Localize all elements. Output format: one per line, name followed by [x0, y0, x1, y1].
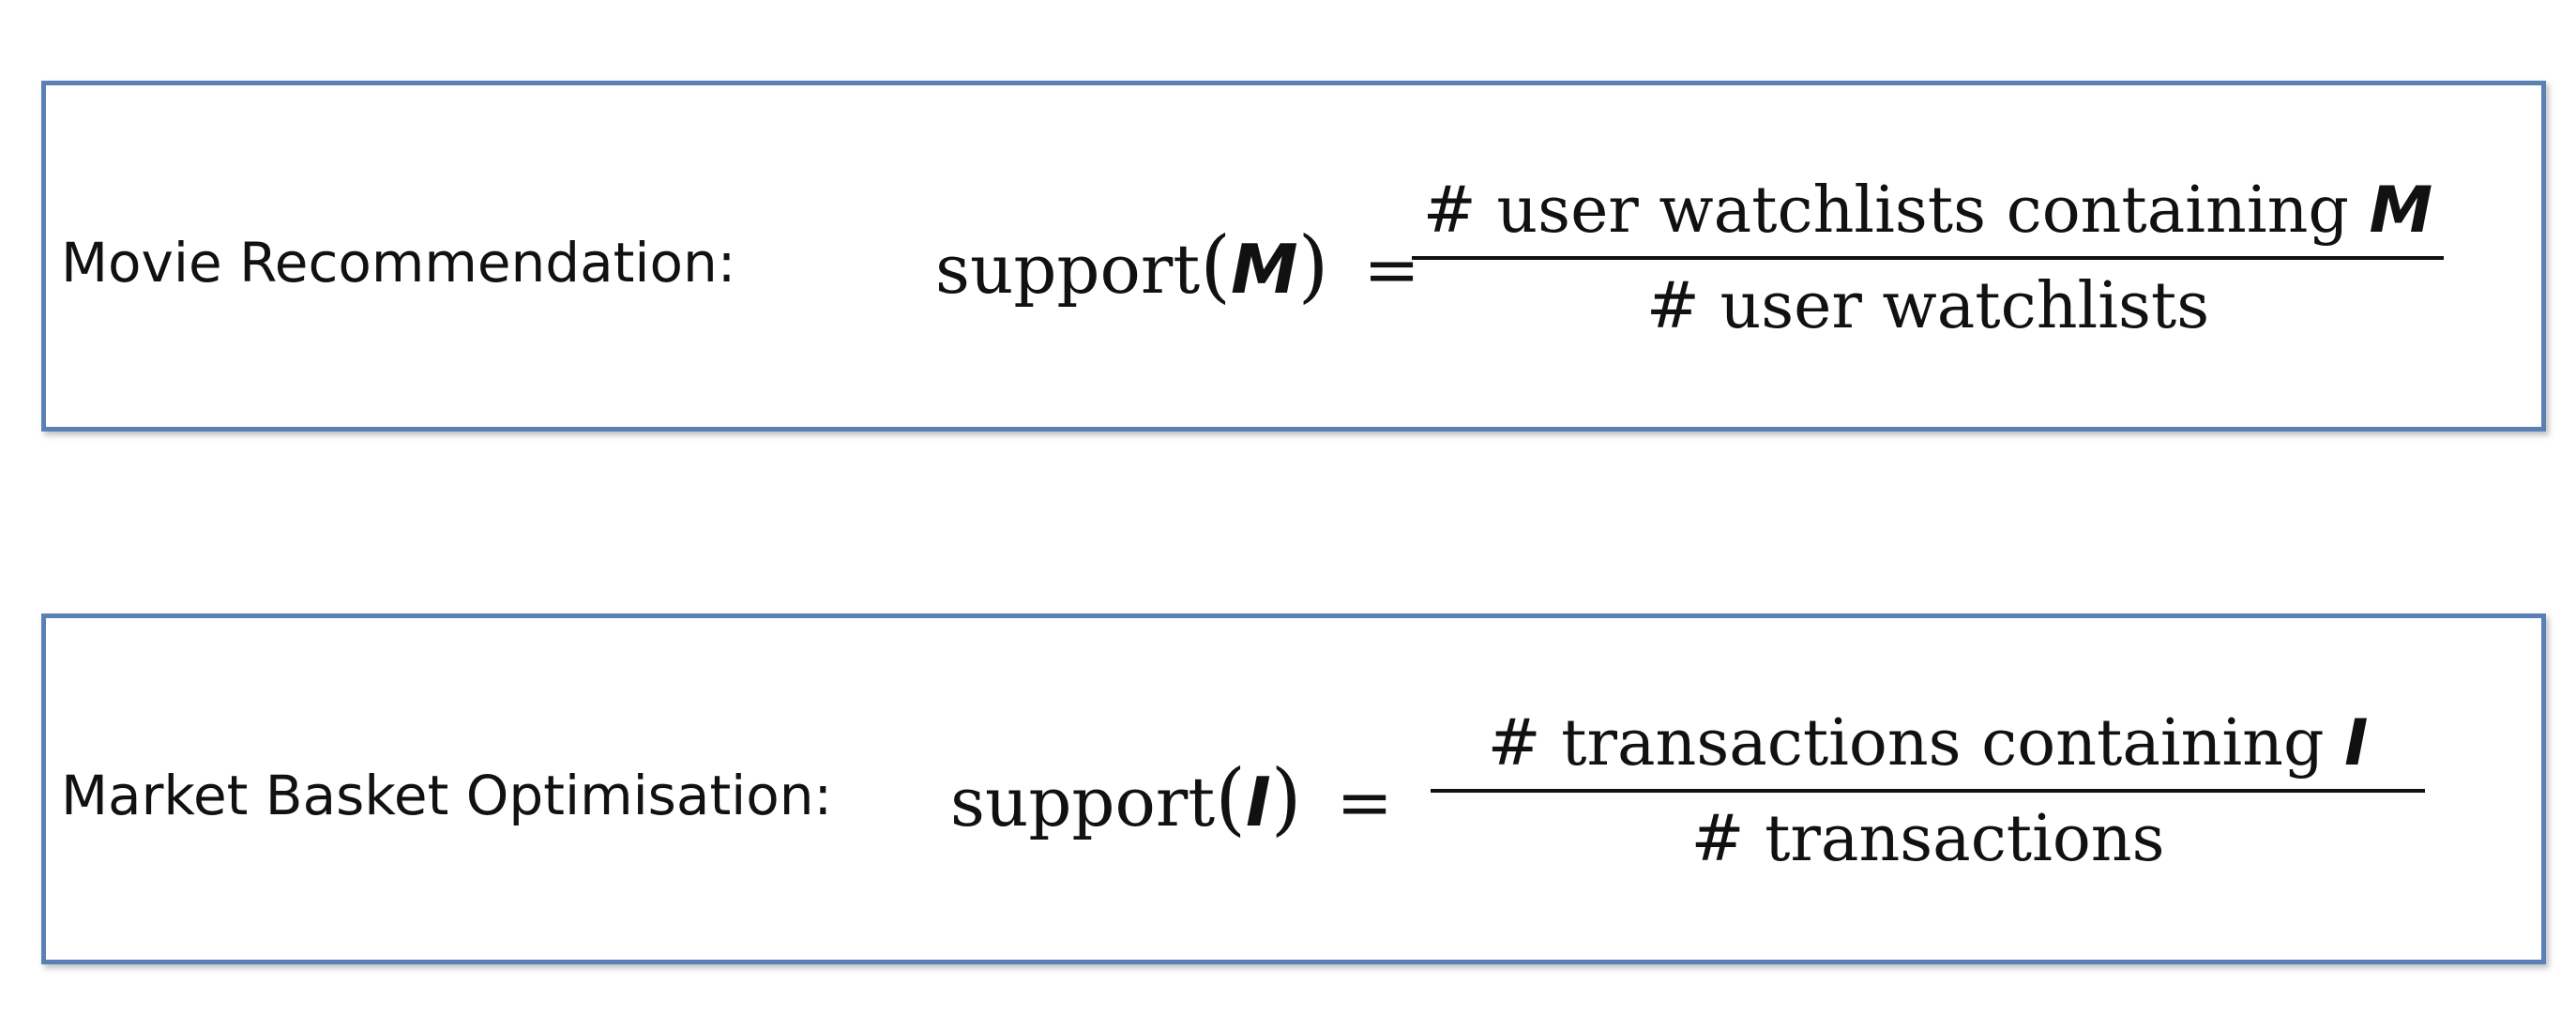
formula-box-market-basket: Market Basket Optimisation: support(I) =…: [41, 613, 2546, 964]
close-paren: ): [1270, 752, 1302, 844]
fraction-numerator: # transactions containing I: [1484, 712, 2372, 789]
numerator-variable: M: [2369, 174, 2433, 248]
fraction: # user watchlists containing M # user wa…: [1412, 179, 2444, 339]
fraction-bar: [1412, 256, 2444, 260]
numerator-variable: I: [2344, 706, 2369, 780]
row-label: Market Basket Optimisation:: [61, 764, 833, 827]
formula-lhs: support(M) =: [935, 226, 1420, 305]
numerator-text: # user watchlists containing: [1422, 174, 2349, 248]
fraction-bar: [1431, 789, 2425, 793]
row-label: Movie Recommendation:: [61, 231, 736, 295]
close-paren: ): [1297, 220, 1329, 311]
fraction-denominator: # transactions: [1690, 802, 2165, 876]
equals-sign: =: [1336, 763, 1393, 841]
function-name: support: [935, 230, 1201, 309]
formula-lhs: support(I) =: [950, 759, 1393, 838]
variable: M: [1230, 230, 1298, 309]
formula-box-movie-recommendation: Movie Recommendation: support(M) = # use…: [41, 81, 2546, 432]
numerator-text: # transactions containing: [1487, 706, 2325, 780]
variable: I: [1245, 763, 1271, 841]
fraction-denominator: # user watchlists: [1645, 269, 2210, 343]
open-paren: (: [1215, 752, 1246, 844]
open-paren: (: [1200, 220, 1231, 311]
equals-sign: =: [1363, 230, 1420, 309]
fraction: # transactions containing I # transactio…: [1431, 712, 2425, 871]
fraction-numerator: # user watchlists containing M: [1419, 179, 2436, 256]
function-name: support: [950, 763, 1216, 841]
